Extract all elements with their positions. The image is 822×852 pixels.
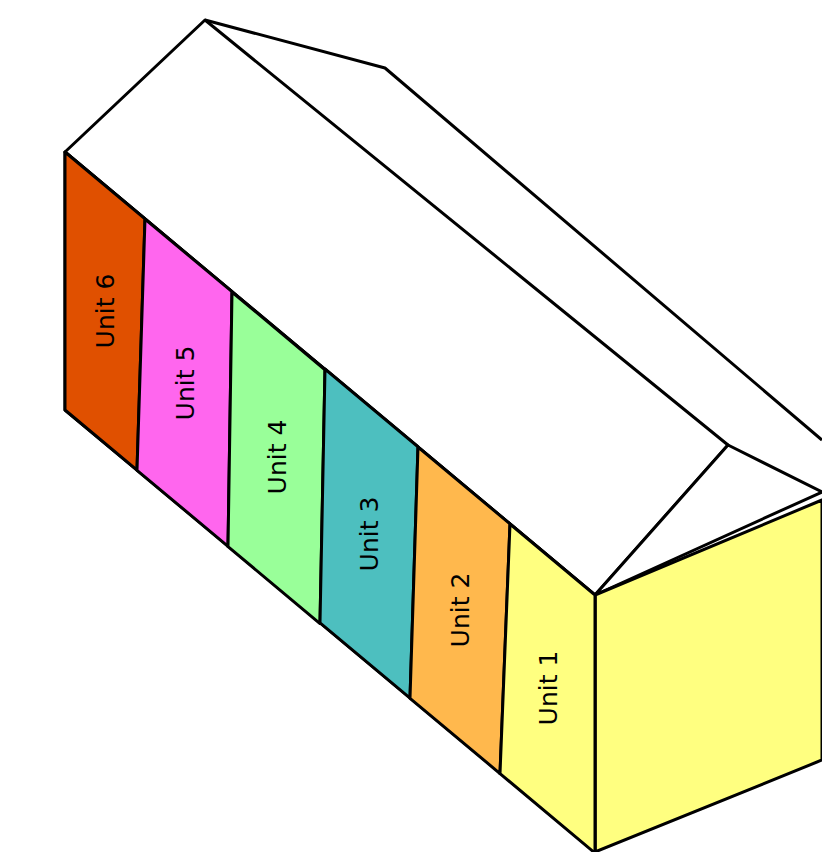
unit-band: Unit 6 — [65, 152, 145, 470]
unit-band: Unit 4 — [228, 292, 325, 624]
unit-band-outline — [410, 447, 510, 774]
unit-band-outline — [228, 292, 325, 624]
long-wall — [65, 152, 595, 852]
unit-label: Unit 5 — [170, 345, 199, 420]
unit-label: Unit 3 — [355, 496, 384, 571]
unit-band-outline — [320, 369, 418, 698]
unit-band: Unit 5 — [137, 219, 232, 546]
unit-label: Unit 1 — [533, 651, 562, 726]
unit-label: Unit 4 — [262, 420, 291, 495]
unit-band-outline — [500, 524, 595, 852]
unit-band-outline — [65, 152, 145, 470]
unit-band: Unit 3 — [320, 369, 418, 698]
end-wall — [595, 500, 822, 852]
unit-band: Unit 2 — [410, 447, 510, 774]
unit-label: Unit 6 — [91, 274, 120, 349]
unit-band: Unit 1 — [500, 524, 595, 852]
unit-label: Unit 2 — [446, 573, 475, 648]
unit-band-outline — [137, 219, 232, 546]
